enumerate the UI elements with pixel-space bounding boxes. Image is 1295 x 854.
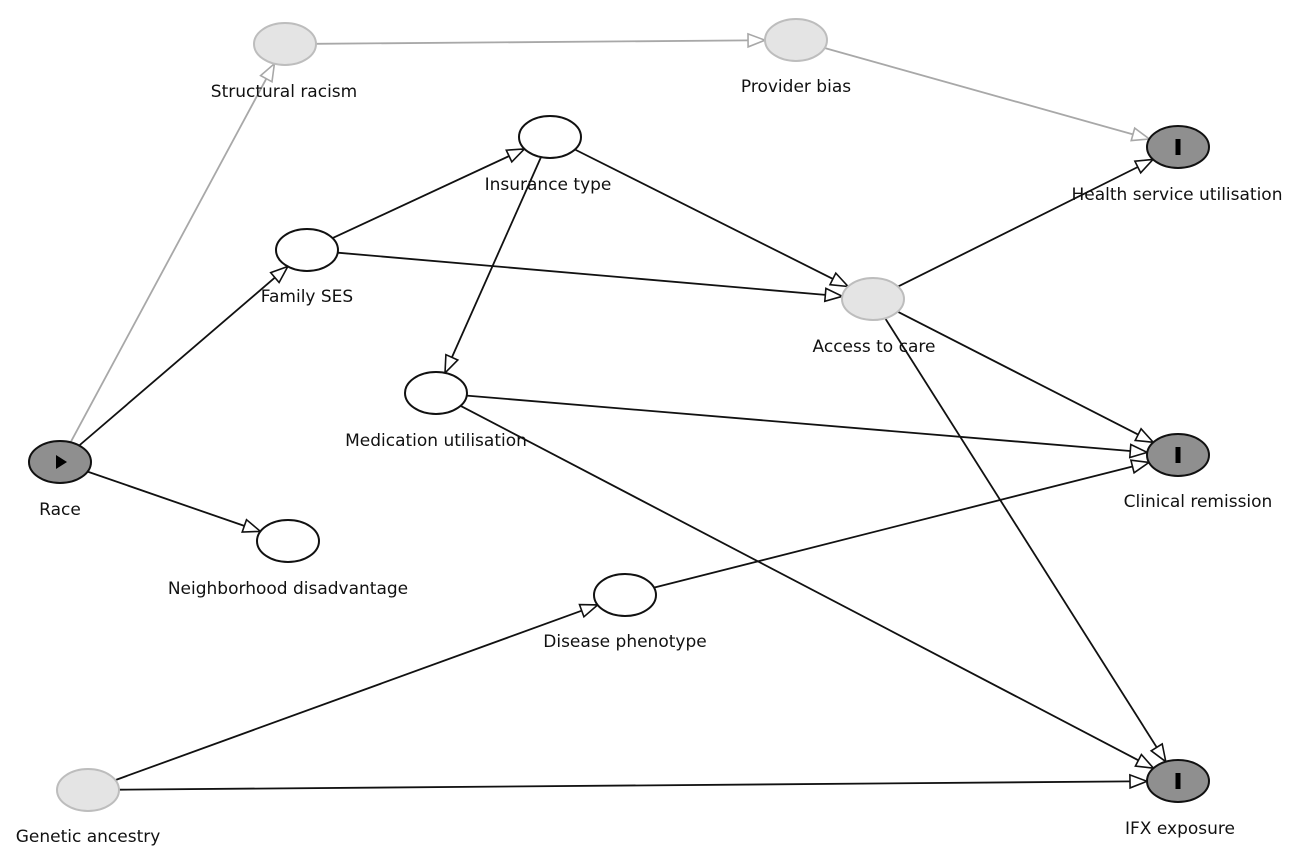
node-disease-phenotype (593, 573, 657, 617)
label-provider-bias: Provider bias (741, 77, 851, 97)
arrowhead (269, 265, 290, 284)
node-ellipse (253, 22, 317, 66)
edge-provider-bias-to-health-service-utilisation (824, 47, 1152, 142)
arrowhead (1133, 427, 1156, 444)
label-health-service-utilisation: Health service utilisation (1072, 185, 1283, 205)
arrowhead (444, 353, 460, 375)
nodes-layer (28, 18, 1210, 812)
edge-disease-phenotype-to-clinical-remission (653, 459, 1152, 589)
edge-line (897, 166, 1139, 288)
node-ellipse (56, 768, 120, 812)
edge-line (653, 465, 1133, 589)
label-insurance-type: Insurance type (485, 175, 612, 195)
label-genetic-ancestry: Genetic ancestry (16, 827, 161, 847)
node-ellipse (275, 228, 339, 272)
edge-family-ses-to-insurance-type (332, 147, 527, 239)
arrowhead (1130, 126, 1152, 142)
edge-insurance-type-to-access-to-care (574, 148, 851, 288)
edge-line (884, 317, 1158, 748)
node-structural-racism (253, 22, 317, 66)
arrowhead (1129, 459, 1152, 475)
arrowhead (578, 603, 600, 619)
node-ellipse (404, 371, 468, 415)
label-race: Race (39, 500, 81, 520)
exposure-play-icon (56, 455, 67, 469)
edge-insurance-type-to-medication-utilisation (444, 156, 542, 375)
outcome-bar-icon (1175, 139, 1181, 155)
label-family-ses: Family SES (261, 287, 353, 307)
edge-line (332, 155, 510, 239)
edge-medication-utilisation-to-ifx-exposure (460, 405, 1156, 770)
node-genetic-ancestry (56, 768, 120, 812)
edge-line (337, 251, 826, 296)
edge-medication-utilisation-to-clinical-remission (466, 394, 1150, 459)
node-medication-utilisation (404, 371, 468, 415)
arrowhead (1133, 158, 1156, 175)
edge-line (78, 276, 276, 447)
node-insurance-type (518, 115, 582, 159)
node-neighborhood-disadvantage (256, 519, 320, 563)
node-provider-bias (764, 18, 828, 62)
edge-line (460, 405, 1139, 762)
arrowhead (505, 147, 527, 164)
node-ellipse (518, 115, 582, 159)
outcome-bar-icon (1175, 773, 1181, 789)
edges-layer (69, 32, 1167, 791)
arrowhead (747, 32, 768, 49)
edge-line (574, 148, 834, 280)
label-medication-utilisation: Medication utilisation (345, 431, 527, 451)
arrowhead (1134, 753, 1156, 770)
edge-line (118, 780, 1131, 791)
edge-race-to-neighborhood-disadvantage (87, 470, 263, 533)
label-neighborhood-disadvantage: Neighborhood disadvantage (168, 579, 408, 599)
node-ellipse (256, 519, 320, 563)
edge-family-ses-to-access-to-care (337, 251, 845, 303)
node-health-service-utilisation (1146, 125, 1210, 169)
label-ifx-exposure: IFX exposure (1125, 819, 1235, 839)
edge-access-to-care-to-clinical-remission (897, 310, 1156, 444)
edge-genetic-ancestry-to-disease-phenotype (114, 603, 600, 781)
node-ellipse (841, 277, 905, 321)
label-access-to-care: Access to care (813, 337, 936, 357)
edge-access-to-care-to-ifx-exposure (884, 317, 1167, 764)
node-race (28, 440, 92, 484)
arrowhead (241, 518, 263, 533)
node-clinical-remission (1146, 433, 1210, 477)
edge-line (315, 39, 749, 45)
edge-race-to-structural-racism (69, 61, 276, 443)
labels-layer: Structural racism Provider bias Insuranc… (16, 77, 1283, 847)
edge-race-to-family-ses (78, 265, 290, 447)
edge-line (466, 394, 1131, 452)
arrowhead (1149, 742, 1167, 764)
arrowhead (828, 271, 851, 288)
edge-structural-racism-to-provider-bias (315, 32, 768, 49)
label-clinical-remission: Clinical remission (1124, 492, 1273, 512)
node-ellipse (593, 573, 657, 617)
node-ellipse (764, 18, 828, 62)
edge-access-to-care-to-health-service-utilisation (897, 158, 1156, 288)
node-ifx-exposure (1146, 759, 1210, 803)
node-family-ses (275, 228, 339, 272)
arrowhead (259, 61, 276, 84)
edge-line (451, 156, 542, 358)
edge-line (87, 470, 245, 527)
label-structural-racism: Structural racism (211, 82, 357, 102)
edge-line (114, 609, 583, 781)
arrowhead (1129, 773, 1150, 790)
label-disease-phenotype: Disease phenotype (543, 632, 706, 652)
arrowhead (1128, 443, 1150, 459)
edge-line (897, 310, 1139, 436)
arrowhead (823, 287, 845, 303)
node-access-to-care (841, 277, 905, 321)
outcome-bar-icon (1175, 447, 1181, 463)
edge-line (824, 47, 1134, 136)
edge-line (69, 78, 268, 443)
edge-genetic-ancestry-to-ifx-exposure (118, 773, 1150, 791)
